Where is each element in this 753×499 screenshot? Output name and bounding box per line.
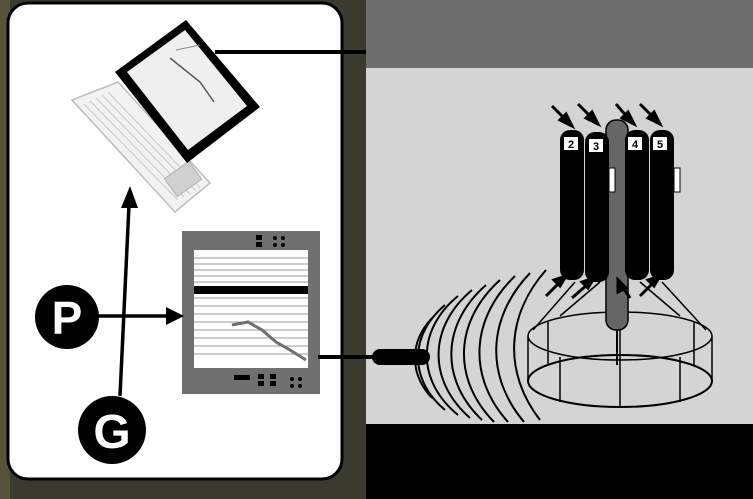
g-arrowhead: [121, 186, 138, 208]
g-label: G: [93, 406, 130, 459]
transducer-icon: [372, 349, 430, 365]
laptop-icon: [70, 20, 260, 214]
bottom-arrows: [544, 273, 664, 300]
top-arrows: [550, 102, 664, 130]
p-arrowhead: [166, 307, 184, 325]
equipment-panel: P G: [6, 1, 614, 481]
sound-waves: [414, 269, 547, 423]
tank-panel: [366, 0, 753, 499]
p-marker: P: [35, 285, 99, 349]
buoy-array-icon: 2 3 4 5: [544, 102, 681, 365]
buoy-label-5: 5: [657, 139, 663, 151]
buoy-4: 4: [625, 130, 649, 280]
buoy-label-3: 3: [593, 141, 599, 153]
tank-bottom: [366, 424, 753, 499]
buoy-5: 5: [650, 130, 681, 280]
tank-top: [366, 0, 753, 68]
chart-recorder-icon: [182, 231, 320, 394]
buoy-3: 3: [585, 132, 616, 282]
buoy-label-4: 4: [632, 139, 639, 151]
buoy-label-2: 2: [568, 139, 574, 151]
buoy-2: 2: [560, 130, 584, 280]
g-arrow: [118, 204, 131, 397]
g-marker: G: [78, 396, 146, 464]
p-label: P: [52, 292, 83, 344]
